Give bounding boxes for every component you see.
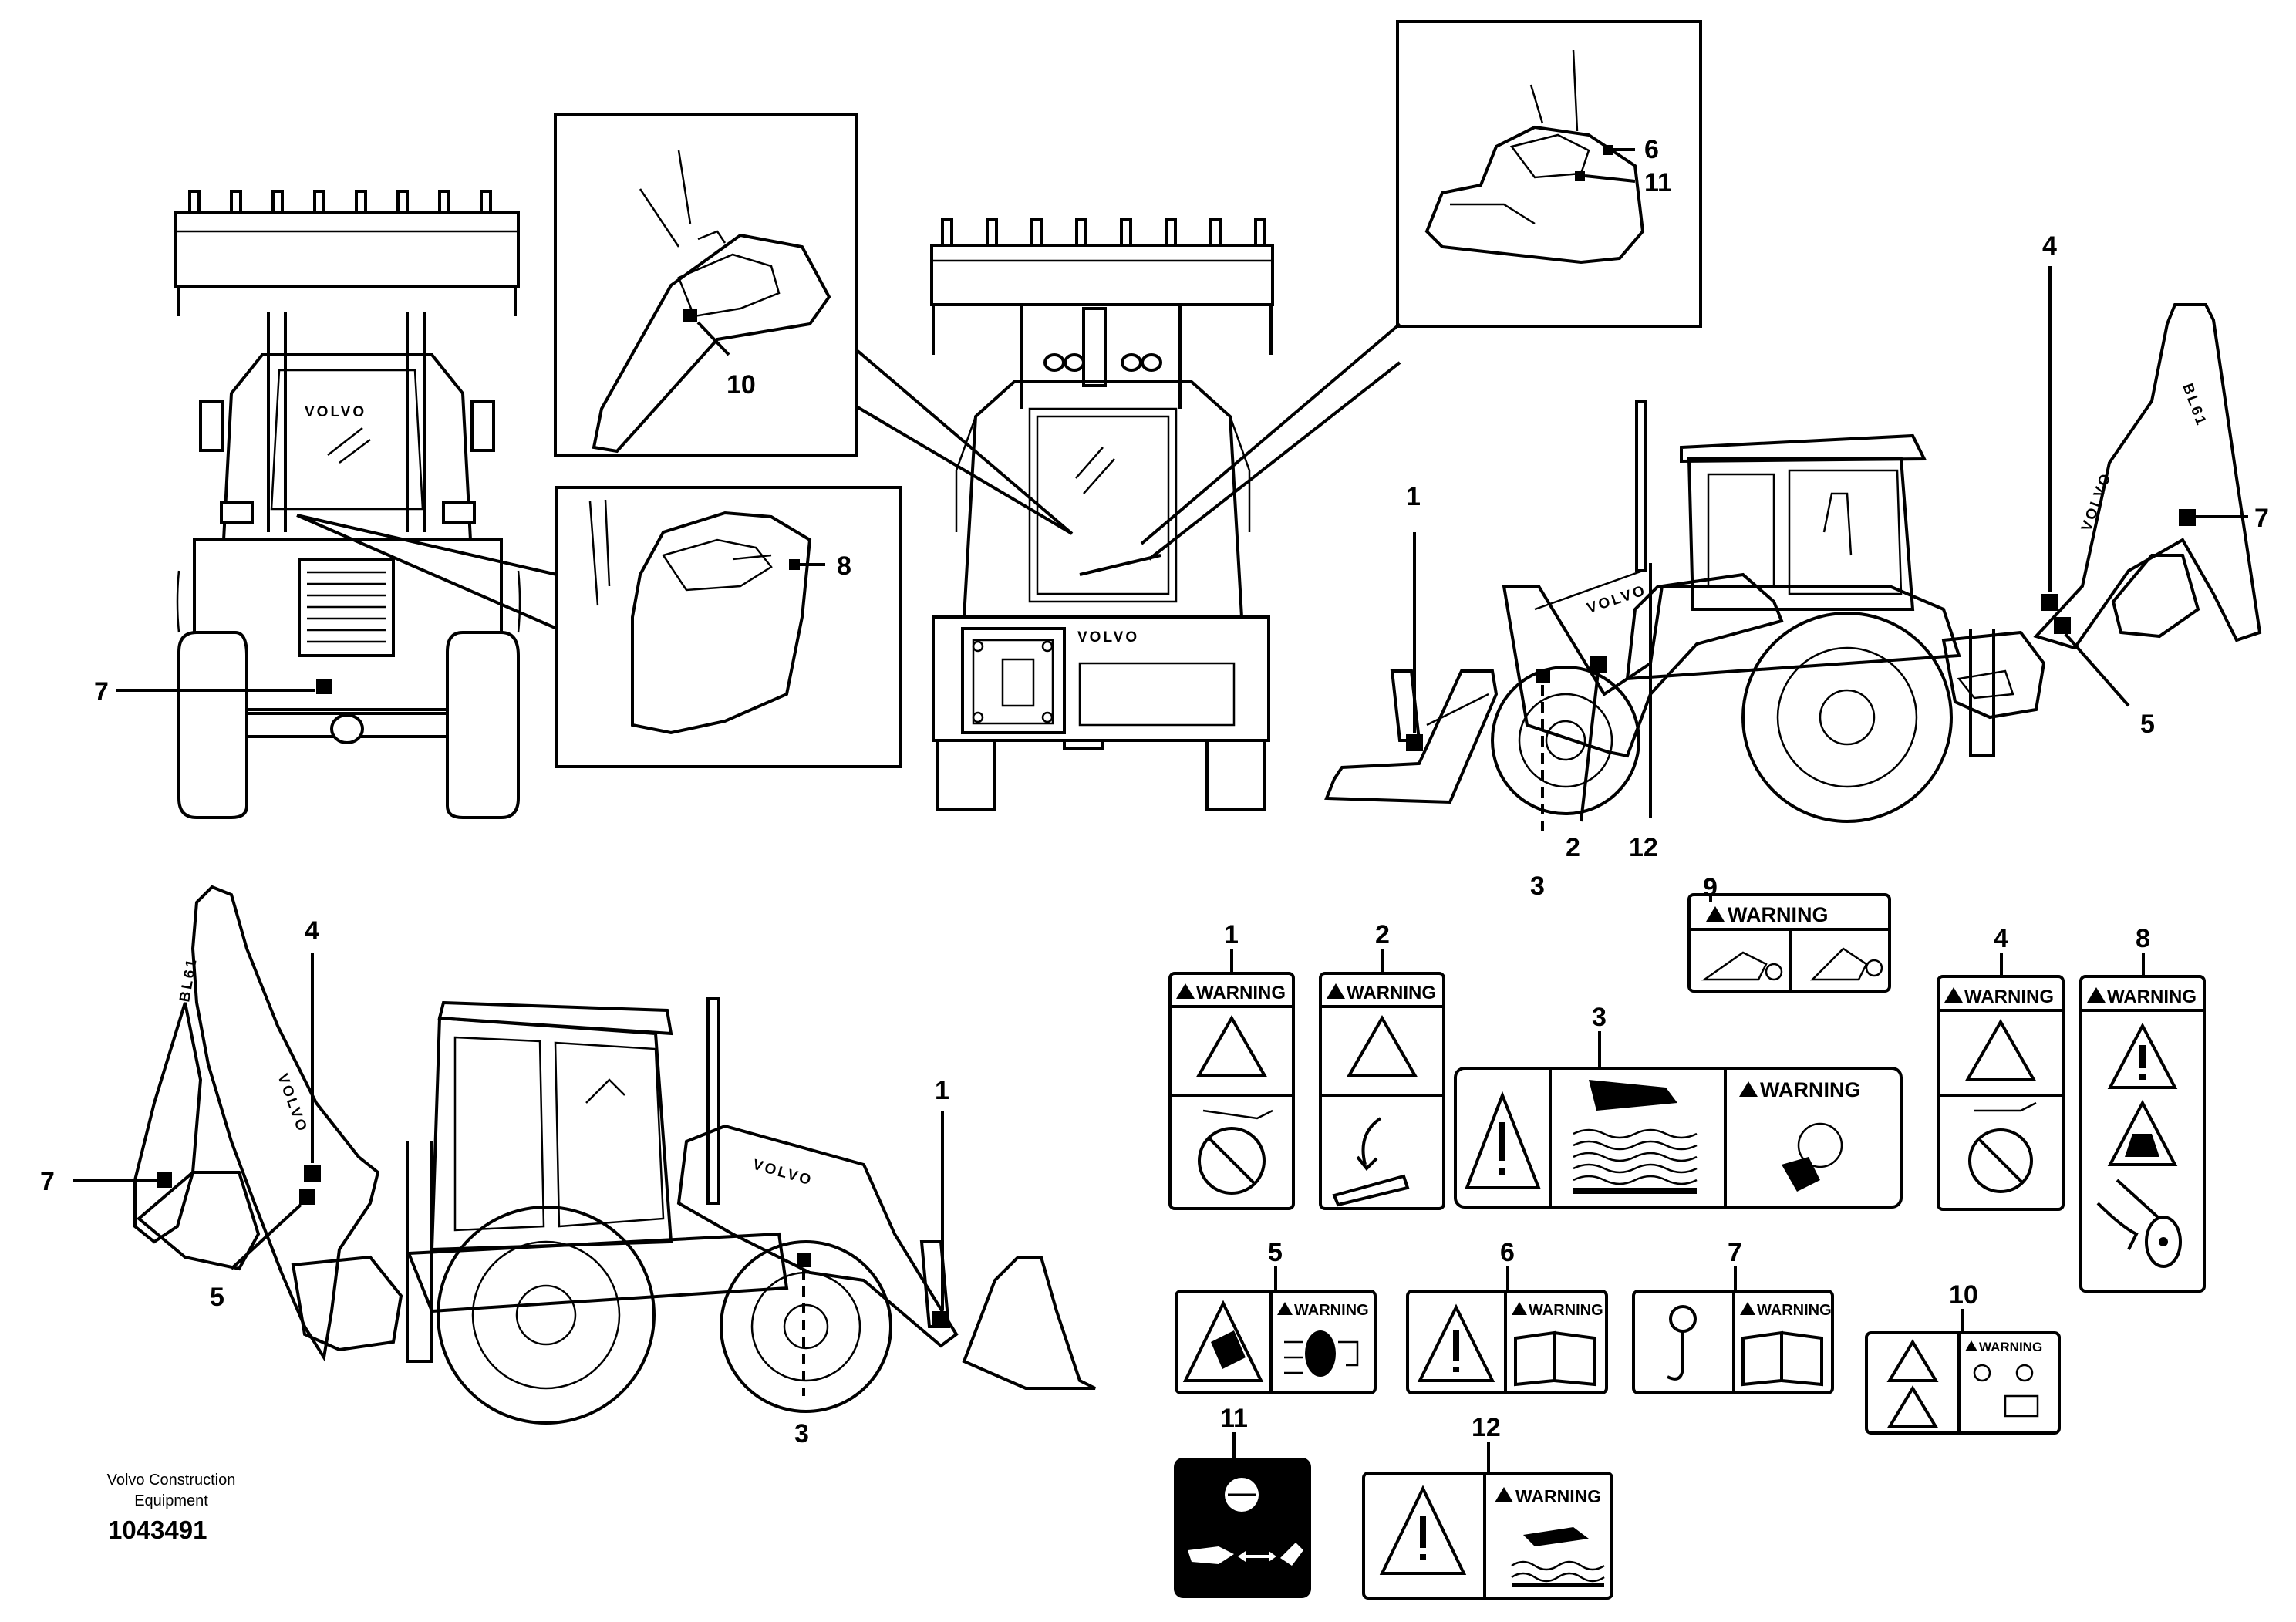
marker-11 xyxy=(1575,171,1585,181)
decal-1: 1 WARNING xyxy=(1168,920,1295,1210)
callout-1-bottom: 1 xyxy=(935,1076,949,1105)
front-left-brand: VOLVO xyxy=(305,404,366,420)
marker-7 xyxy=(316,679,332,694)
front-bucket xyxy=(174,190,520,316)
decal-8-number: 8 xyxy=(2136,924,2150,953)
decal-2: 2 WARNING xyxy=(1319,920,1445,1210)
decal-2-warning: WARNING xyxy=(1347,983,1436,1003)
decal-1-number: 1 xyxy=(1224,920,1239,949)
decal-7-warning: WARNING xyxy=(1757,1302,1832,1319)
decal-11-number: 11 xyxy=(1220,1404,1248,1433)
decal-12-warning: WARNING xyxy=(1515,1486,1601,1506)
marker-1 xyxy=(1406,734,1423,751)
decal-8-warning: WARNING xyxy=(2107,986,2197,1007)
decal-12: 12 WARNING xyxy=(1362,1413,1613,1600)
callout-11-inset: 11 xyxy=(1644,168,1672,197)
decal-4-number: 4 xyxy=(1994,924,2008,953)
decal-5-number: 5 xyxy=(1268,1238,1283,1267)
decal-5-warning: WARNING xyxy=(1294,1302,1369,1319)
callout-5-bottom: 5 xyxy=(210,1283,224,1312)
footer-block: Volvo Construction Equipment 1043491 xyxy=(107,1472,236,1544)
marker-10 xyxy=(683,309,697,322)
decal-10-number: 10 xyxy=(1949,1280,1978,1310)
marker-6 xyxy=(1603,145,1613,155)
side-right-boom-brand: VOLVO xyxy=(2079,470,2115,533)
callout-7-bottom: 7 xyxy=(40,1167,55,1196)
side-view-machine-left: BL61 VOLVO VOLVO 4 7 xyxy=(40,885,1096,1448)
decal-11: 11 xyxy=(1174,1404,1311,1598)
decal-3-number: 3 xyxy=(1592,1003,1607,1032)
marker-3-bottom xyxy=(797,1253,811,1267)
decal-6: 6 WARNING xyxy=(1406,1238,1608,1394)
callout-5-top: 5 xyxy=(2140,710,2155,739)
callout-10: 10 xyxy=(727,370,756,400)
callout-6-inset: 6 xyxy=(1644,135,1659,164)
decal-legend: 9 WARNING 1 WARNING 2 xyxy=(1168,873,2206,1600)
callout-12-top: 12 xyxy=(1629,833,1658,862)
side-right-boom-model: BL61 xyxy=(2179,382,2210,430)
marker-2 xyxy=(1590,656,1607,673)
decal-10-warning: WARNING xyxy=(1979,1340,2042,1354)
front-view-machine-left: VOLVO 7 xyxy=(94,190,558,819)
front-view-machine-center: VOLVO xyxy=(856,218,1401,811)
side-left-loader-brand: VOLVO xyxy=(751,1157,815,1189)
decal-10: 10 WARNING xyxy=(1865,1280,2061,1435)
decal-6-number: 6 xyxy=(1500,1238,1515,1267)
marker-4 xyxy=(2041,594,2058,611)
decal-5: 5 WARNING xyxy=(1175,1238,1377,1394)
inset-8-panel: 8 xyxy=(555,486,902,768)
marker-3 xyxy=(1536,669,1550,683)
inset-10-panel: 10 xyxy=(554,113,858,457)
callout-4-top: 4 xyxy=(2042,231,2057,261)
marker-1-bottom xyxy=(932,1311,949,1328)
callout-4-bottom: 4 xyxy=(305,916,319,946)
side-view-machine-right: VOLVO BL61 VOLVO 1 xyxy=(1324,231,2269,901)
marker-7-side xyxy=(2179,509,2196,526)
marker-7-bottom xyxy=(157,1172,172,1188)
decal-8: 8 WARNING xyxy=(2079,924,2206,1293)
decal-6-warning: WARNING xyxy=(1529,1302,1603,1319)
callout-3-top: 3 xyxy=(1530,872,1545,901)
inset-6-11-panel: 6 11 xyxy=(1396,20,1702,328)
company-name-line1: Volvo Construction xyxy=(107,1472,236,1489)
decal-3: 3 WARNING xyxy=(1454,1003,1903,1209)
decal-3-warning: WARNING xyxy=(1760,1078,1861,1101)
decal-9: 9 WARNING xyxy=(1687,873,1891,993)
decal-7: 7 WARNING xyxy=(1632,1238,1834,1394)
company-name-line2: Equipment xyxy=(134,1492,208,1509)
callout-1-top: 1 xyxy=(1406,482,1421,511)
marker-5 xyxy=(2054,617,2071,634)
decal-7-number: 7 xyxy=(1728,1238,1742,1267)
decal-4: 4 WARNING xyxy=(1937,924,2065,1211)
front-center-brand: VOLVO xyxy=(1077,629,1139,646)
marker-8 xyxy=(789,559,800,570)
decal-9-warning: WARNING xyxy=(1728,903,1829,926)
callout-7-top-side: 7 xyxy=(2254,504,2269,533)
decal-1-warning: WARNING xyxy=(1196,983,1286,1003)
decal-12-number: 12 xyxy=(1472,1413,1501,1442)
callout-2-top: 2 xyxy=(1566,833,1580,862)
callout-3-bottom: 3 xyxy=(794,1419,809,1448)
marker-4-bottom xyxy=(304,1165,321,1182)
decal-2-number: 2 xyxy=(1375,920,1390,949)
decal-4-warning: WARNING xyxy=(1964,986,2054,1007)
drawing-number: 1043491 xyxy=(108,1516,207,1544)
callout-8-inset: 8 xyxy=(837,551,851,581)
callout-7-front: 7 xyxy=(94,677,109,706)
marker-5-bottom xyxy=(299,1189,315,1205)
